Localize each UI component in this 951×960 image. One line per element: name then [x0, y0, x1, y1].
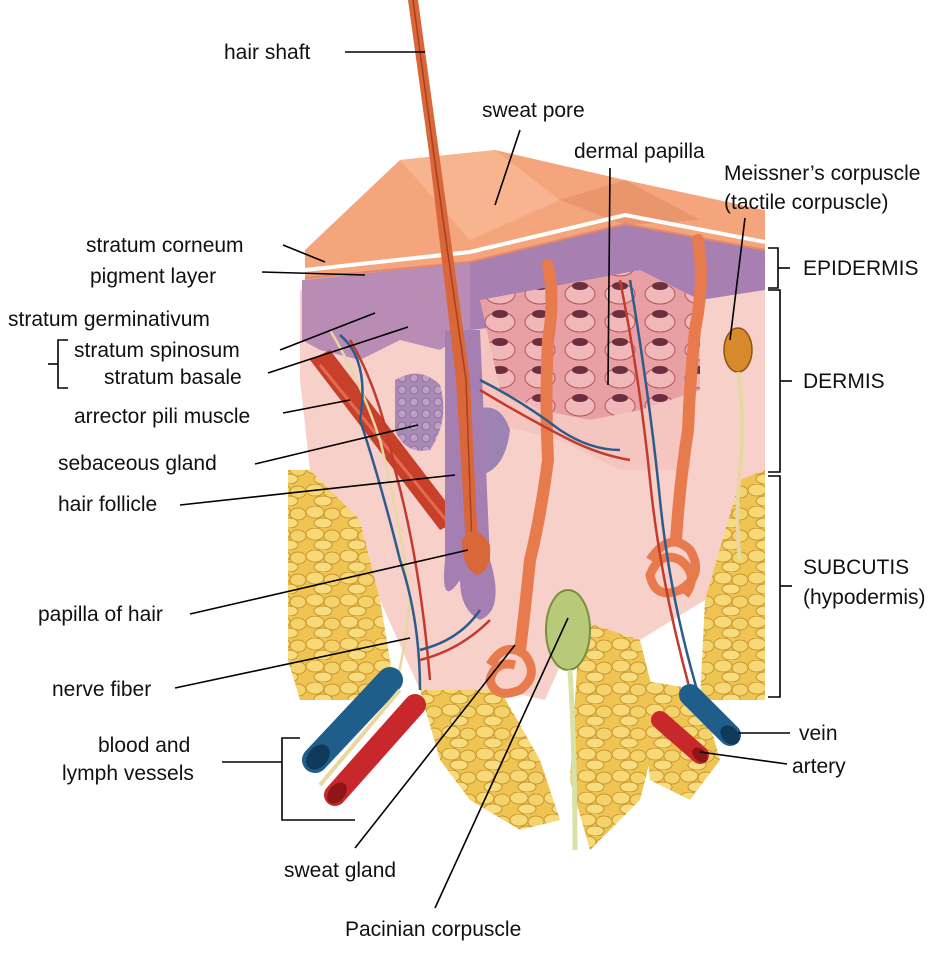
label-dermal-papilla: dermal papilla: [574, 140, 705, 163]
label-meissner-line1: Meissner’s corpuscle: [724, 162, 921, 185]
label-blood-line1: blood and: [98, 734, 191, 757]
meissner-corpuscle-shape: [723, 327, 753, 373]
stratum-germinativum-layer: [302, 262, 470, 360]
leader-lines: [48, 51, 792, 909]
blood-vessels-left: [302, 667, 426, 806]
label-arrector-pili: arrector pili muscle: [74, 405, 251, 428]
label-stratum-basale: stratum basale: [104, 366, 242, 389]
label-papilla-of-hair: papilla of hair: [38, 603, 163, 626]
label-artery: artery: [792, 755, 846, 778]
pacinian-corpuscle-shape: [545, 589, 591, 671]
label-subcutis-line2: (hypodermis): [803, 586, 926, 609]
label-pacinian: Pacinian corpuscle: [345, 918, 522, 941]
label-sweat-gland: sweat gland: [284, 859, 397, 882]
label-pigment-layer: pigment layer: [90, 265, 217, 288]
label-stratum-spinosum: stratum spinosum: [74, 339, 240, 362]
hair-shaft-shape: [408, 0, 478, 545]
label-sebaceous-gland: sebaceous gland: [58, 452, 217, 475]
sweat-duct: [514, 259, 558, 656]
label-dermis: DERMIS: [803, 370, 885, 393]
label-stratum-corneum: stratum corneum: [86, 234, 244, 257]
label-hair-follicle: hair follicle: [58, 493, 158, 516]
blood-vessels-right: [651, 684, 741, 764]
label-epidermis: EPIDERMIS: [803, 257, 919, 280]
arrector-pili-shape: [310, 350, 460, 530]
label-sweat-pore: sweat pore: [482, 99, 585, 122]
label-stratum-germinativum: stratum germinativum: [8, 308, 210, 331]
sebaceous-gland-shape: [395, 373, 444, 451]
label-vein: vein: [799, 722, 838, 745]
label-hair-shaft: hair shaft: [224, 41, 311, 64]
label-nerve-fiber: nerve fiber: [52, 678, 152, 701]
label-subcutis-line1: SUBCUTIS: [803, 556, 910, 579]
label-blood-line2: lymph vessels: [62, 762, 194, 785]
label-meissner-line2: (tactile corpuscle): [724, 191, 889, 214]
